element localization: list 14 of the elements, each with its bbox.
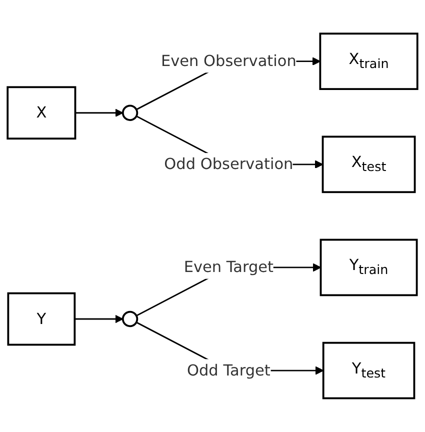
arrow xyxy=(75,108,124,118)
node-box: X$_{test}$ xyxy=(322,136,416,194)
node-box: Y xyxy=(7,292,76,346)
edge-label: Odd Observation xyxy=(164,154,294,174)
node-circle xyxy=(122,104,138,122)
edge-label: Even Target xyxy=(184,258,274,276)
arrow xyxy=(74,314,124,324)
edge-label: Odd Target xyxy=(186,361,270,380)
node-box: X$_{train}$ xyxy=(319,32,418,90)
node-box: X xyxy=(6,86,76,140)
node-box: Y$_{train}$ xyxy=(320,238,418,296)
edge-label: Even Observation xyxy=(160,52,296,70)
node-box: Y$_{test}$ xyxy=(322,342,416,400)
node-circle xyxy=(122,310,138,328)
